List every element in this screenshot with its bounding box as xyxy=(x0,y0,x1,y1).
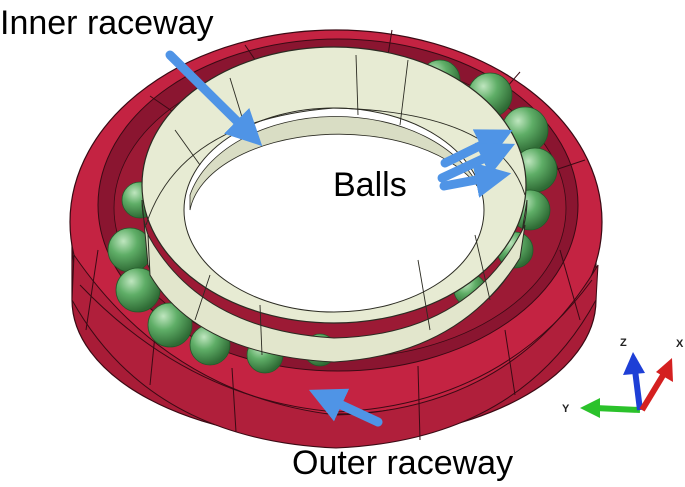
ball-arrow-upper xyxy=(440,129,513,168)
outer-raceway-label: Outer raceway xyxy=(292,444,514,482)
inner-raceway xyxy=(141,46,528,363)
inner-raceway-arrow xyxy=(165,50,263,147)
ball-arrow-lower xyxy=(439,162,512,198)
ball-arrow-middle xyxy=(437,142,516,183)
axis-y-label: Y xyxy=(562,403,570,415)
pointer-arrows xyxy=(165,50,516,427)
balls-label: Balls xyxy=(333,166,407,204)
axis-z-label: Z xyxy=(620,337,627,349)
axis-triad: Y Z X xyxy=(562,337,684,418)
outer-raceway-arrow xyxy=(308,388,383,427)
axis-x-label: X xyxy=(676,338,684,350)
inner-raceway-label: Inner raceway xyxy=(0,4,214,42)
